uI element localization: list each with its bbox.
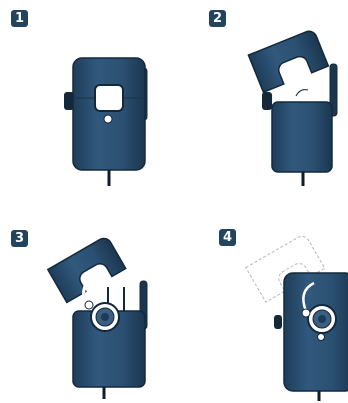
- sensor-closed-illustration: [0, 0, 174, 201]
- sensor-opening-illustration: [174, 0, 348, 201]
- step-1-panel: 1: [0, 0, 174, 201]
- step-3-panel: 3: [0, 201, 174, 402]
- step-4-panel: 4: [174, 201, 348, 402]
- sensor-cable-insert-illustration: [0, 201, 174, 402]
- sensor-closed-on-cable-illustration: [174, 201, 348, 402]
- step-2-panel: 2: [174, 0, 348, 201]
